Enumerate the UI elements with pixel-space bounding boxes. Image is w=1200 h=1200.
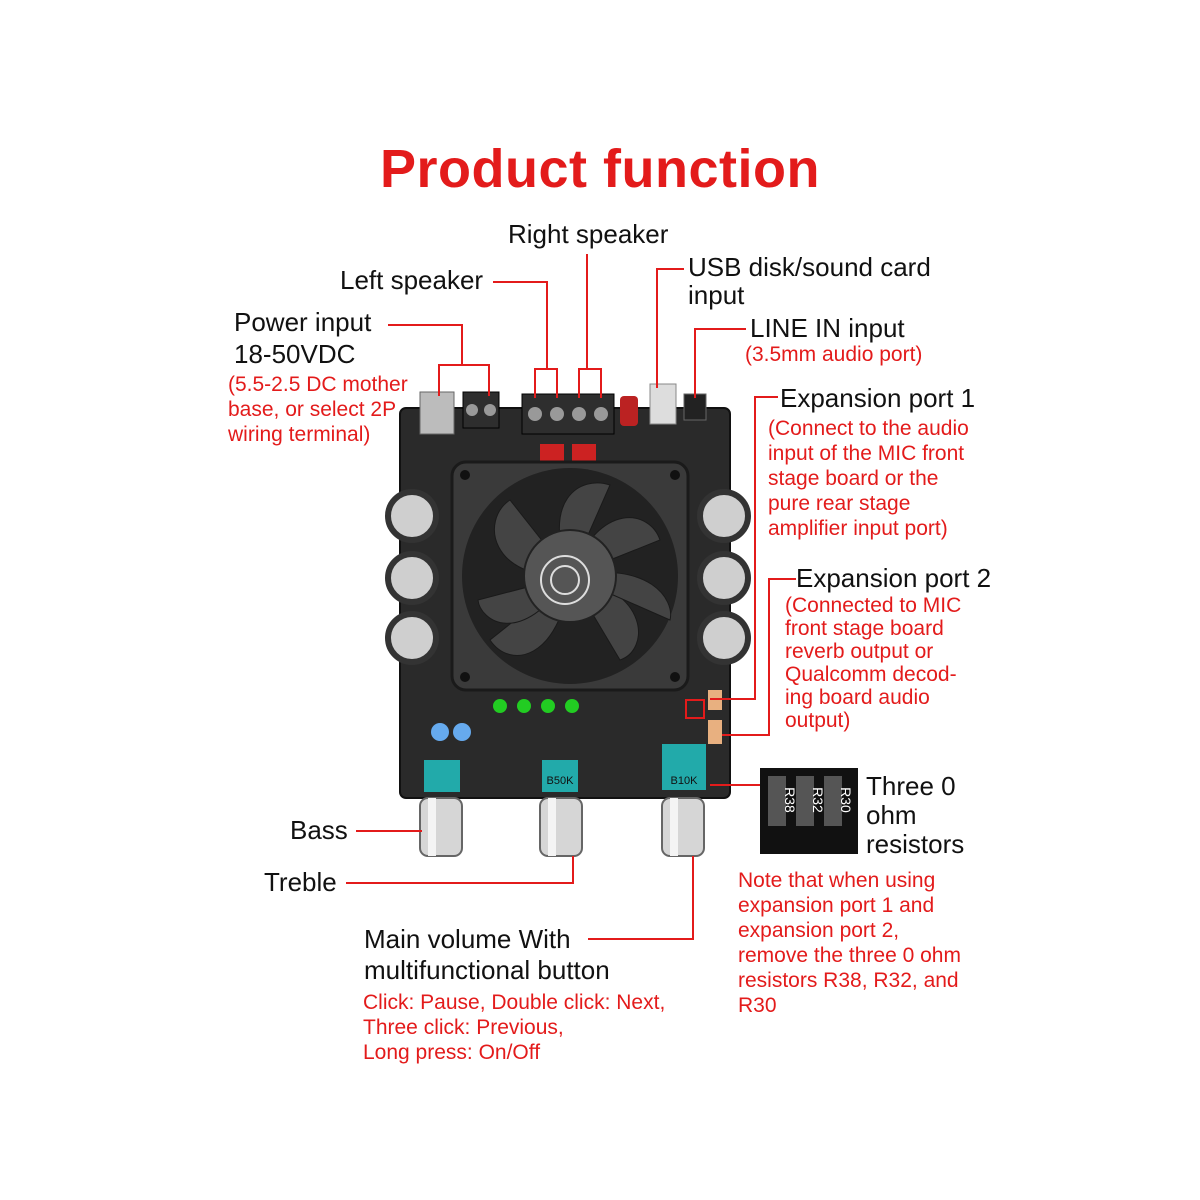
leader-line-in xyxy=(694,328,746,330)
leader-power xyxy=(388,324,462,326)
note-expansion1: (Connect to the audio input of the MIC f… xyxy=(768,417,969,540)
note-resistors: Note that when using expansion port 1 an… xyxy=(738,869,961,1017)
capacitors xyxy=(385,489,751,665)
leader-main-volume xyxy=(588,938,694,940)
dc-jack xyxy=(419,391,455,435)
label-expansion2: Expansion port 2 xyxy=(796,563,992,593)
label-line-in: LINE IN input xyxy=(750,313,905,343)
leader-usb xyxy=(656,268,684,270)
note-line-in: (3.5mm audio port) xyxy=(745,343,923,366)
label-bass: Bass xyxy=(290,815,348,845)
label-resistors: Three 0 ohm resistors xyxy=(866,771,965,859)
label-usb-input: USB disk/sound card input xyxy=(688,252,931,310)
leader-expansion1 xyxy=(754,396,778,398)
svg-text:R30: R30 xyxy=(838,787,854,813)
label-power-voltage: 18-50VDC xyxy=(234,339,356,369)
fan-hub xyxy=(523,529,617,623)
leader-left-speaker xyxy=(493,281,547,283)
label-main-volume: Main volume With multifunctional button xyxy=(364,924,610,985)
capacitor-red xyxy=(620,396,638,426)
pot-treble-body xyxy=(542,760,578,792)
page-title: Product function xyxy=(380,139,820,199)
note-power: (5.5-2.5 DC mother base, or select 2P wi… xyxy=(228,373,408,446)
leader-resistors xyxy=(710,784,760,786)
label-expansion1: Expansion port 1 xyxy=(780,383,976,413)
label-left-speaker: Left speaker xyxy=(340,265,484,295)
label-power-input: Power input xyxy=(234,307,372,337)
label-right-speaker: Right speaker xyxy=(508,219,669,249)
note-main-volume: Click: Pause, Double click: Next, Three … xyxy=(363,991,666,1064)
leader-bass xyxy=(356,830,422,832)
usb-port xyxy=(649,383,677,425)
leader-right-speaker xyxy=(586,254,588,370)
knobs xyxy=(419,797,705,857)
svg-text:R32: R32 xyxy=(810,787,826,813)
pot-bass-body xyxy=(424,760,460,792)
leader-treble xyxy=(346,882,574,884)
svg-text:B10K: B10K xyxy=(671,775,699,787)
label-treble: Treble xyxy=(264,867,337,897)
leader-expansion2 xyxy=(768,578,796,580)
note-expansion2: (Connected to MIC front stage board reve… xyxy=(785,594,962,732)
svg-text:B50K: B50K xyxy=(547,775,575,787)
svg-text:R38: R38 xyxy=(782,787,798,813)
pot-volume-body xyxy=(662,744,706,790)
